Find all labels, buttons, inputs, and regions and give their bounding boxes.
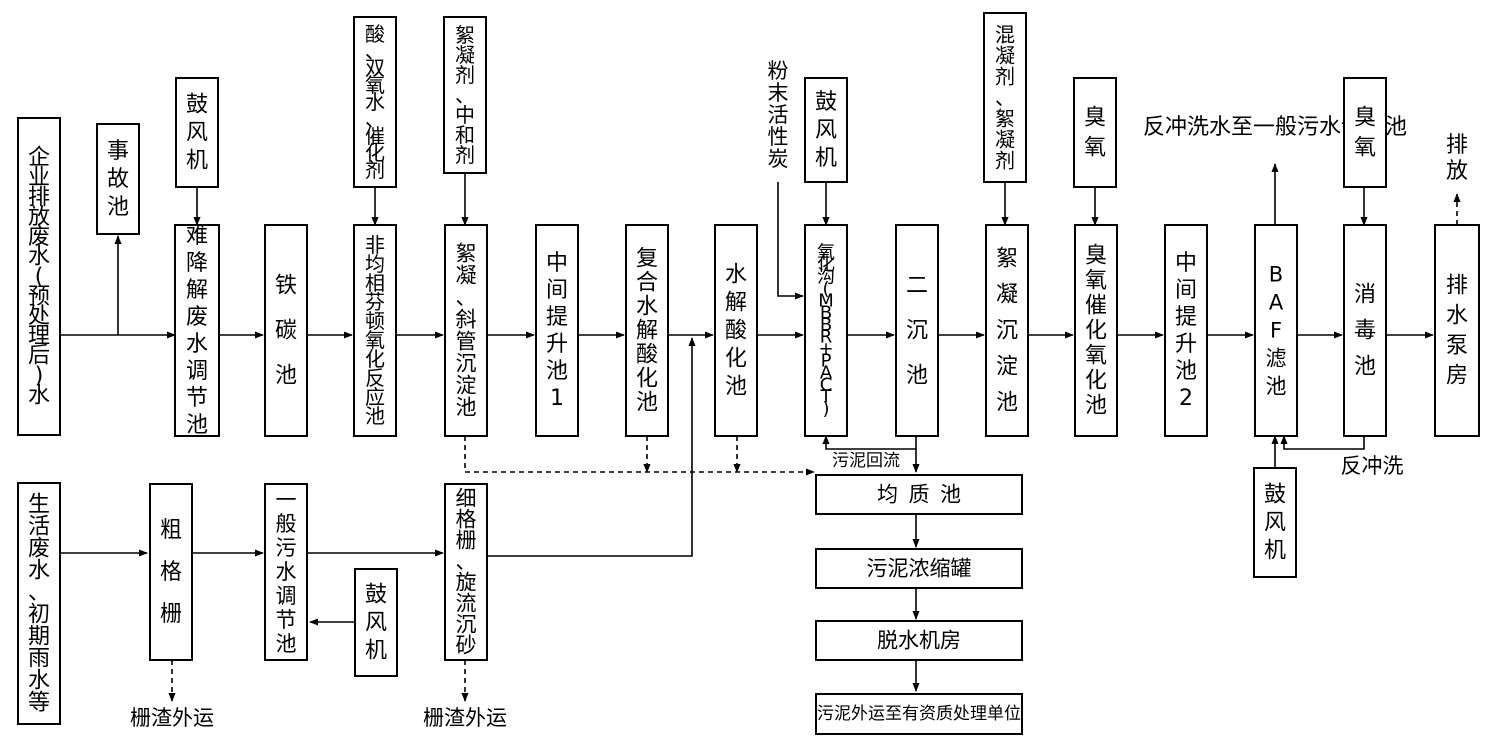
disposal-label: 污泥外运至有资质处理单位 [817, 704, 1021, 724]
drain-pump-label: 排水泵房 [1446, 273, 1468, 388]
main-row: 企业排放废水(预处理后)水 难降解废水调节池 铁碳池 非均相芬顿氧化反应池 絮凝… [17, 117, 1480, 438]
secondary-settling-label: 二沉池 [906, 273, 928, 388]
disinfection-box: 消毒池 [1343, 224, 1387, 437]
fenton-reagents-label: 酸、双氧水、催化剂 [365, 22, 385, 182]
iron-carbon-box: 铁碳池 [264, 224, 308, 437]
accident-pool-label: 事故池 [107, 139, 129, 220]
blower-4-box: 鼓风机 [1253, 467, 1297, 578]
composite-hydrolysis-label: 复合水解酸化池 [636, 246, 658, 415]
domestic-wastewater-label: 生活废水、初期雨水等 [28, 492, 50, 715]
blower-2-box: 鼓风机 [804, 77, 848, 183]
homogenizer-label: 均 质 池 [877, 483, 961, 507]
blower-1-box: 鼓风机 [175, 77, 219, 188]
flocculation-settling-box: 絮凝沉淀池 [985, 224, 1029, 437]
enterprise-wastewater-label: 企业排放废水(预处理后)水 [28, 145, 50, 408]
ozone-catalytic-label: 臭氧催化氧化池 [1085, 243, 1107, 418]
fenton-reactor-box: 非均相芬顿氧化反应池 [353, 224, 397, 437]
coagulant-flocculant-box: 混凝剂、絮凝剂 [983, 12, 1027, 183]
coarse-screen-box: 粗格栅 [149, 483, 193, 661]
screenings-2-label: 栅渣外运 [423, 706, 507, 730]
drain-pump-box: 排水泵房 [1434, 224, 1480, 437]
ozone-2-box: 臭氧 [1343, 77, 1387, 188]
domestic-wastewater-box: 生活废水、初期雨水等 [17, 482, 61, 725]
dewatering-label: 脱水机房 [877, 629, 961, 653]
fenton-reagents-box: 酸、双氧水、催化剂 [353, 16, 397, 188]
thickener-label: 污泥浓缩罐 [867, 557, 972, 581]
screenings-1-label: 栅渣外运 [130, 706, 214, 730]
enterprise-wastewater-box: 企业排放废水(预处理后)水 [17, 117, 61, 436]
iron-carbon-label: 铁碳池 [275, 273, 297, 388]
dewatering-box: 脱水机房 [815, 620, 1023, 661]
top-inputs: 事故池 鼓风机 酸、双氧水、催化剂 絮凝剂、中和剂 粉末活性炭 鼓风机 混凝剂、… [96, 12, 1468, 235]
blower-2-label: 鼓风机 [815, 90, 837, 171]
fine-screen-grit-box: 细格栅、旋流沉砂 [444, 483, 488, 661]
blower-3-box: 鼓风机 [354, 568, 398, 677]
fenton-reactor-label: 非均相芬顿氧化反应池 [365, 233, 385, 428]
refractory-regulating-label: 难降解废水调节池 [186, 224, 208, 438]
composite-hydrolysis-box: 复合水解酸化池 [625, 224, 669, 437]
secondary-settling-box: 二沉池 [895, 224, 939, 437]
ozone-catalytic-box: 臭氧催化氧化池 [1074, 224, 1118, 437]
thickener-box: 污泥浓缩罐 [815, 548, 1023, 589]
coagulant-flocculant-label: 混凝剂、絮凝剂 [995, 23, 1015, 173]
discharge-label: 排放 [1446, 133, 1468, 184]
sludge-return-label: 污泥回流 [832, 451, 900, 471]
blower-3-label: 鼓风机 [365, 582, 387, 663]
backwash-label: 反冲洗 [1341, 454, 1404, 478]
blower-4-label: 鼓风机 [1264, 482, 1286, 563]
ozone-1-label: 臭氧 [1084, 105, 1106, 160]
hydrolysis-acidification-label: 水解酸化池 [725, 262, 747, 399]
accident-pool-box: 事故池 [96, 123, 140, 235]
ozone-2-label: 臭氧 [1354, 105, 1376, 160]
ozone-1-box: 臭氧 [1073, 77, 1117, 188]
flocculation-inclined-label: 絮凝、斜管沉淀池 [456, 242, 477, 420]
flocculation-settling-label: 絮凝沉淀池 [996, 246, 1018, 415]
coarse-screen-label: 粗格栅 [160, 518, 182, 627]
flocculant-neutralizer-box: 絮凝剂、中和剂 [443, 16, 487, 174]
disposal-box: 污泥外运至有资质处理单位 [815, 693, 1023, 735]
hydrolysis-acidification-box: 水解酸化池 [714, 224, 758, 437]
blower-1-label: 鼓风机 [186, 92, 208, 173]
refractory-regulating-box: 难降解废水调节池 [174, 224, 220, 438]
fine-screen-grit-label: 细格栅、旋流沉砂 [456, 487, 477, 658]
flocculant-neutralizer-label: 絮凝剂、中和剂 [455, 23, 475, 167]
connectors [60, 163, 1461, 702]
sludge-chain: 污泥回流 均 质 池 污泥浓缩罐 脱水机房 污泥外运至有资质处理单位 [815, 451, 1023, 735]
pac-label: 粉末活性炭 [768, 59, 789, 171]
general-regulating-box: 一般污水调节池 [264, 483, 308, 661]
bottom-row: 生活废水、初期雨水等 粗格栅 一般污水调节池 鼓风机 细格栅、旋流沉砂 栅渣外运… [17, 454, 1404, 730]
disinfection-label: 消毒池 [1354, 282, 1376, 379]
general-regulating-label: 一般污水调节池 [276, 488, 297, 656]
flocculation-inclined-box: 絮凝、斜管沉淀池 [444, 224, 488, 437]
homogenizer-box: 均 质 池 [815, 474, 1023, 515]
